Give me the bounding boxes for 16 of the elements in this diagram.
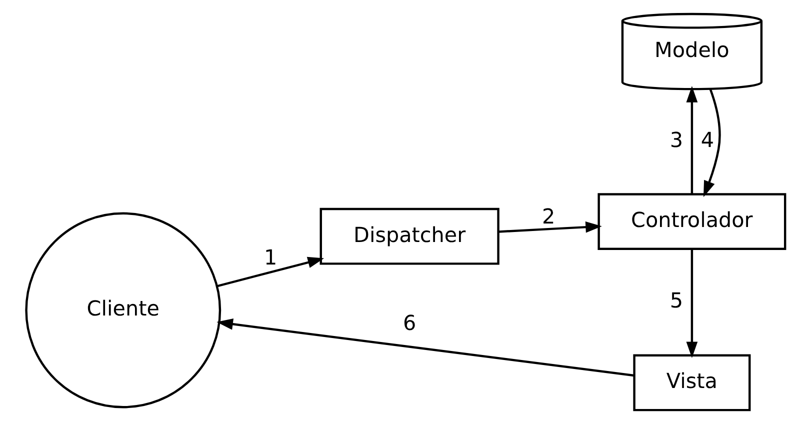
arrow [702, 88, 720, 198]
arrow [686, 86, 698, 194]
node-circle: Cliente [24, 212, 221, 408]
arrow [216, 318, 634, 377]
edge-label: 2 [541, 204, 555, 228]
edge-label: 6 [402, 310, 416, 335]
arrow [216, 256, 324, 288]
node-box: Controlador [597, 193, 786, 250]
arrow [686, 249, 698, 358]
edge-label: 1 [264, 246, 277, 270]
edge-label: 4 [700, 128, 714, 152]
node-box: Vista [632, 354, 750, 412]
arrow [498, 221, 602, 233]
edge-label: 3 [669, 128, 683, 152]
edge-label: 5 [669, 288, 683, 313]
node-box: Dispatcher [319, 208, 499, 265]
